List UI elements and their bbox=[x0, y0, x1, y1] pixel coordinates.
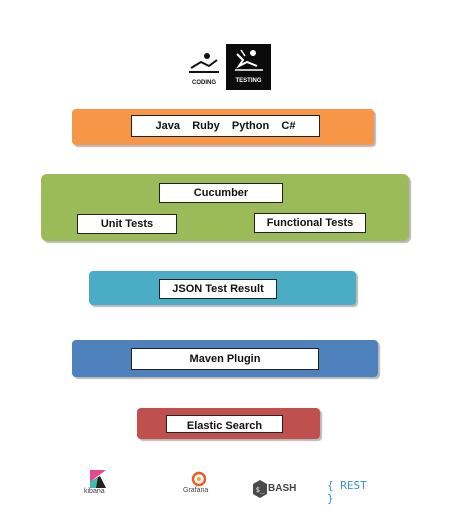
elastic-search-box: Elastic Search bbox=[166, 415, 283, 433]
maven-plugin-box: Maven Plugin bbox=[131, 348, 319, 370]
coding-testing-logo: CODING TESTING bbox=[185, 44, 271, 90]
bash-icon: $_ bbox=[253, 480, 267, 498]
cucumber-box: Cucumber bbox=[159, 183, 283, 203]
grafana-label: Grafana bbox=[183, 487, 209, 494]
rest-label: { REST } bbox=[327, 479, 367, 505]
testing-logo: TESTING bbox=[226, 44, 271, 90]
functional-tests-box: Functional Tests bbox=[254, 213, 366, 233]
svg-text:$_: $_ bbox=[256, 486, 265, 494]
coding-logo: CODING bbox=[185, 48, 221, 86]
unit-tests-box: Unit Tests bbox=[77, 214, 177, 234]
testing-person-icon bbox=[235, 49, 263, 71]
kibana-logo: kibana bbox=[82, 470, 116, 498]
testing-label: TESTING bbox=[235, 78, 262, 84]
rest-logo: { REST } bbox=[327, 479, 377, 505]
kibana-icon bbox=[90, 470, 106, 488]
coding-label: CODING bbox=[192, 80, 216, 86]
grafana-icon bbox=[191, 471, 207, 487]
languages-box: Java Ruby Python C# bbox=[131, 115, 320, 137]
bash-logo: $_ BASH bbox=[253, 478, 299, 500]
coding-person-icon bbox=[189, 53, 219, 73]
grafana-logo: Grafana bbox=[181, 471, 217, 497]
bash-label: BASH bbox=[268, 483, 297, 494]
json-result-box: JSON Test Result bbox=[159, 279, 277, 299]
kibana-label: kibana bbox=[84, 488, 105, 495]
